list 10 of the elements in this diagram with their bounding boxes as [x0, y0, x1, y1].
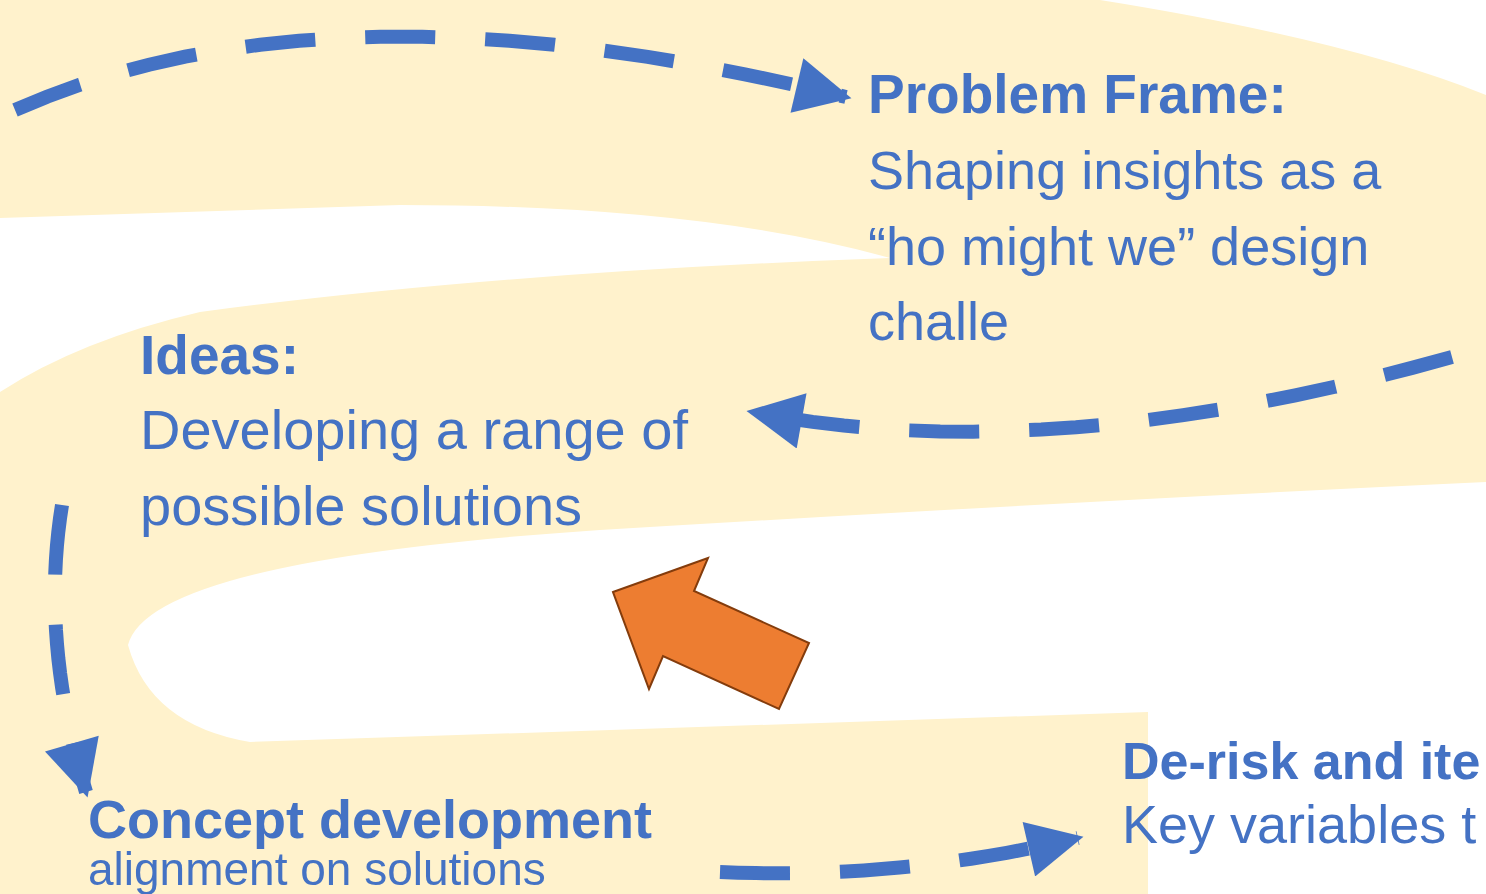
- dashed-arrow: [719, 821, 1084, 881]
- step-description: Shaping insights as a “ho might we” design challe: [868, 139, 1383, 354]
- step-heading: De-risk and ite: [1122, 731, 1482, 792]
- step-description: Key variables t: [1122, 793, 1478, 857]
- dashed-arrow: [746, 350, 1454, 449]
- step-heading: Problem Frame:: [868, 62, 1288, 127]
- dashed-arrow: [45, 503, 99, 798]
- step-heading: Ideas:: [140, 323, 300, 388]
- dashed-arrow: [12, 29, 852, 117]
- step-description: Developing a range of possible solutions: [140, 397, 689, 539]
